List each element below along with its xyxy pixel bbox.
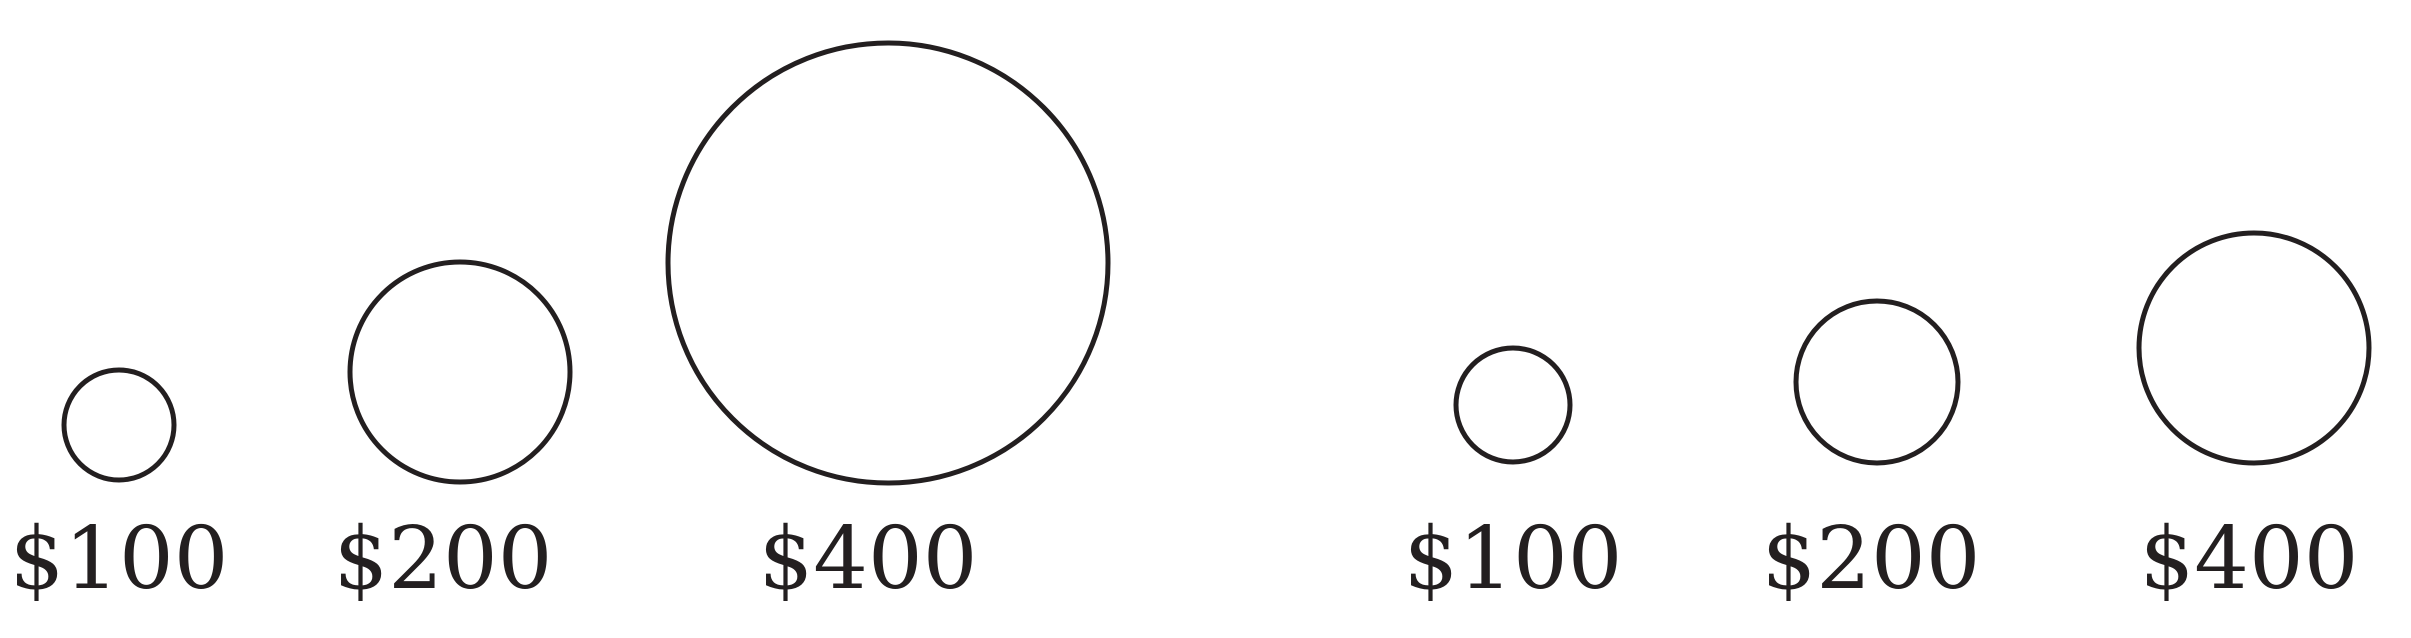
right-label-100: $100 [1404,509,1623,609]
left-label-400: $400 [759,509,978,609]
left-label-200: $200 [334,509,553,609]
left-label-100: $100 [10,509,229,609]
right-bubble-100 [1453,345,1573,465]
right-bubble-200 [1793,298,1961,466]
left-panel: $100 $200 $400 [10,40,1111,609]
right-panel: $100 $200 $400 [1404,230,2372,609]
right-bubble-400 [2136,230,2372,466]
right-label-200: $200 [1762,509,1981,609]
right-label-400: $400 [2140,509,2359,609]
left-bubble-100 [61,367,177,483]
left-bubble-200 [347,259,573,485]
left-bubble-400 [665,40,1111,486]
